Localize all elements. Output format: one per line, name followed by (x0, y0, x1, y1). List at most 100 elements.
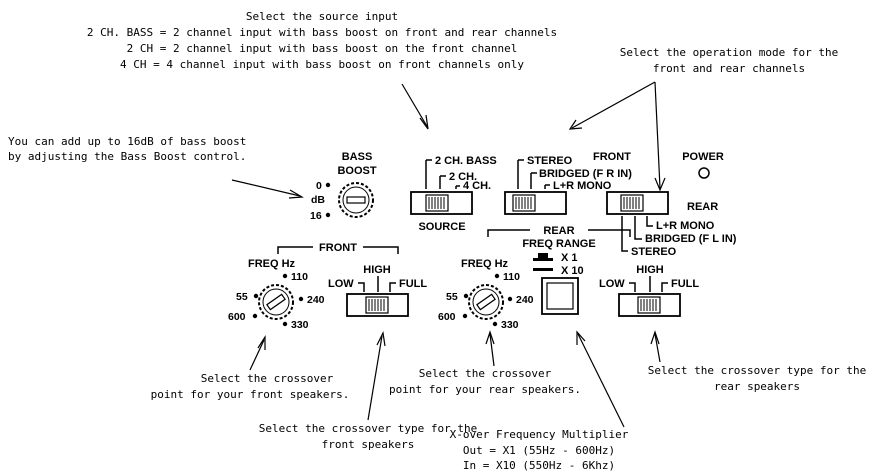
bass-min-label: 0 (316, 180, 322, 192)
front-type-switch[interactable] (346, 293, 409, 317)
front-mode-bracket-1 (517, 159, 524, 189)
source-switch[interactable] (410, 191, 473, 215)
front-freq-240: 240 (307, 294, 325, 306)
source-line-1: 2 CH. BASS = 2 channel input with bass b… (87, 26, 557, 39)
arrow-rear-freq-head (485, 330, 495, 345)
mult-line-3: In = X10 (550Hz - 6Khz) (463, 459, 615, 472)
freq-range-x1: X 1 (561, 252, 578, 264)
bass-max-dot (325, 212, 331, 218)
rear-crossover-group: FREQ Hz 110 55 240 600 330 (438, 258, 534, 331)
source-switch-group: 2 CH. BASS 2 CH. 4 CH. SOURCE (410, 155, 497, 233)
rear-freq-600: 600 (438, 311, 456, 323)
xover-rear-annotation: Select the crossover point for your rear… (389, 367, 581, 396)
front-mode-group: STEREO FRONT BRIDGED (F R IN) L+R MONO (504, 151, 632, 215)
front-type-full-bracket (389, 282, 396, 292)
source-opt-1: 2 CH. BASS (435, 155, 497, 167)
front-mode-bracket-3 (544, 184, 550, 189)
rear-label: REAR (687, 201, 718, 213)
source-bracket-2 (439, 175, 446, 189)
rear-type-full-bracket (661, 282, 668, 292)
type-rear-line-1: Select the crossover type for the (648, 364, 867, 377)
power-led (698, 167, 710, 179)
front-mode-switch[interactable] (504, 191, 567, 215)
rear-type-low: LOW (599, 278, 625, 290)
freq-range-bracket-right (588, 229, 631, 237)
x10-indicator-icon (533, 268, 553, 271)
rear-type-low-bracket (629, 282, 636, 292)
bass-boost-knob[interactable] (338, 182, 374, 218)
arrow-multiplier-head (576, 330, 586, 345)
mult-line-2: Out = X1 (55Hz - 600Hz) (463, 444, 615, 457)
type-front-line-1: Select the crossover type for the (259, 422, 478, 435)
front-freq-330: 330 (291, 319, 309, 331)
arrow-front-mode (571, 81, 656, 129)
front-mode-bracket-2 (530, 172, 537, 189)
front-freq-110: 110 (291, 271, 308, 283)
mode-line-2: front and rear channels (653, 62, 805, 75)
rear-mode-switch[interactable] (606, 191, 669, 215)
bass-title: BASS (342, 151, 373, 163)
front-type-low-bracket (358, 282, 365, 292)
arrow-front-freq (249, 339, 265, 371)
bass-line-1: You can add up to 16dB of bass boost (8, 135, 246, 148)
source-line-3: 4 CH = 4 channel input with bass boost o… (120, 58, 524, 71)
arrow-rear-freq (489, 333, 495, 367)
arrow-rear-mode (654, 81, 661, 189)
bass-unit-label: dB (311, 194, 325, 206)
front-freq-title: FREQ Hz (248, 258, 296, 270)
rear-mode-opt-3: STEREO (631, 246, 677, 258)
arrow-front-mode-head (568, 119, 583, 130)
rear-type-switch[interactable] (618, 293, 681, 317)
arrow-front-type (367, 335, 383, 421)
front-group-bracket-right (363, 246, 399, 254)
arrow-source (401, 83, 429, 129)
rear-type-group: HIGH LOW FULL (599, 264, 699, 317)
arrow-front-freq-head (257, 334, 266, 350)
xover-front-line-2: point for your front speakers. (151, 388, 350, 401)
source-opt-3: 4 CH. (463, 180, 491, 192)
type-front-annotation: Select the crossover type for the front … (259, 422, 478, 451)
x1-indicator-icon (533, 253, 553, 261)
front-group-bracket-left (277, 246, 313, 254)
front-mode-opt-2: BRIDGED (F R IN) (539, 168, 632, 180)
front-freq-55: 55 (236, 291, 248, 303)
mult-line-1: X-over Frequency Multiplier (450, 428, 629, 441)
rear-freq-knob[interactable] (468, 284, 504, 320)
rear-mode-opt-2: BRIDGED (F L IN) (645, 233, 737, 245)
arrow-front-type-head (376, 331, 386, 347)
front-type-high: HIGH (363, 264, 391, 276)
front-mode-opt-1: STEREO (527, 155, 573, 167)
rear-freq-55: 55 (446, 291, 458, 303)
rear-type-high: HIGH (636, 264, 664, 276)
arrow-bass (231, 179, 301, 197)
front-group-label: FRONT (319, 242, 357, 254)
bass-line-2: by adjusting the Bass Boost control. (8, 150, 246, 163)
boost-title: BOOST (337, 165, 376, 177)
front-type-full: FULL (399, 278, 427, 290)
rear-freq-110: 110 (503, 271, 520, 283)
type-rear-line-2: rear speakers (714, 380, 800, 393)
front-mode-opt-3: L+R MONO (553, 180, 612, 192)
rear-mode-group: REAR L+R MONO BRIDGED (F L IN) STEREO (606, 191, 737, 258)
arrow-rear-mode-head (654, 177, 666, 192)
xover-rear-line-1: Select the crossover (419, 367, 552, 380)
power-indicator: POWER (682, 151, 724, 179)
freq-range-title-2: FREQ RANGE (522, 238, 595, 250)
xover-front-line-1: Select the crossover (201, 372, 334, 385)
source-line-2: 2 CH = 2 channel input with bass boost o… (127, 42, 518, 55)
freq-range-group: REAR FREQ RANGE X 1 X 10 (487, 225, 631, 315)
arrow-rear-type (654, 333, 661, 363)
front-type-low: LOW (328, 278, 354, 290)
type-front-line-2: front speakers (322, 438, 415, 451)
rear-mode-bracket-3 (621, 216, 628, 252)
bass-min-dot (325, 182, 331, 188)
leader-arrows (231, 81, 666, 428)
power-label: POWER (682, 151, 724, 163)
front-freq-knob[interactable] (258, 284, 294, 320)
rear-freq-240: 240 (516, 294, 534, 306)
freq-range-button[interactable] (541, 277, 579, 315)
rear-mode-bracket-1 (646, 216, 653, 227)
bass-max-label: 16 (310, 210, 322, 222)
multiplier-annotation: X-over Frequency Multiplier Out = X1 (55… (450, 428, 629, 472)
